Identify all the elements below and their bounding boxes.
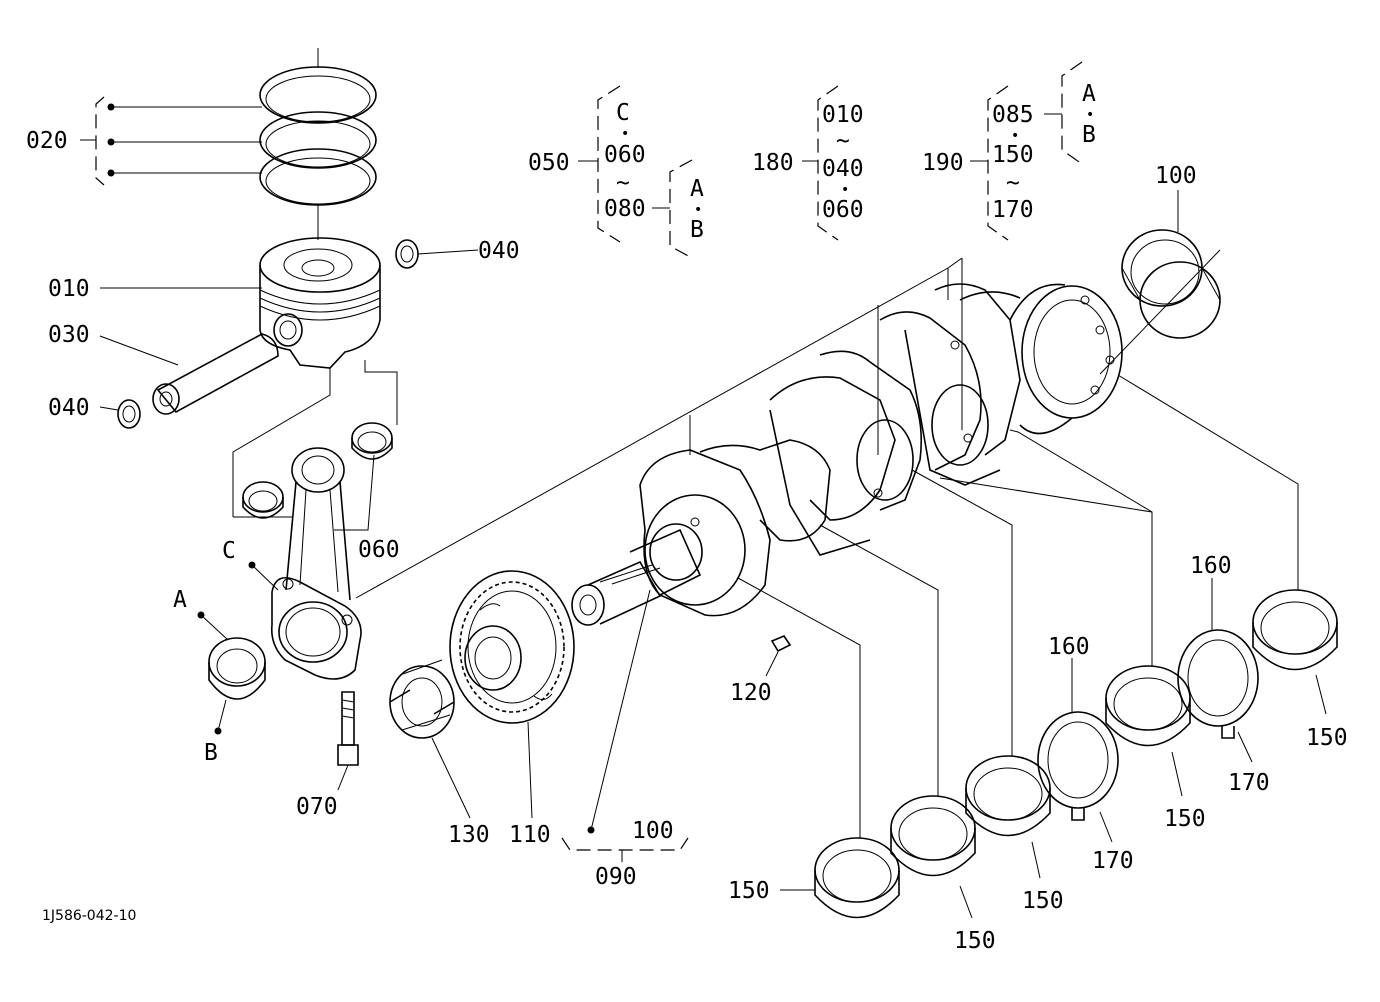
- main-bearing-3: [965, 755, 1051, 837]
- label-170-b: 170: [1228, 770, 1270, 796]
- label-020: 020: [26, 128, 68, 154]
- piston: [259, 237, 381, 369]
- label-160-a: 160: [1048, 634, 1090, 660]
- sep-190-2: •: [1086, 107, 1094, 123]
- sep-180: •: [841, 182, 849, 198]
- label-100-seal: 100: [1155, 163, 1197, 189]
- label-160-b: 160: [1190, 553, 1232, 579]
- label-150-5: 150: [1306, 725, 1348, 751]
- main-bearing-4: [1105, 665, 1191, 747]
- label-030: 030: [48, 322, 90, 348]
- main-bearing-2: [890, 795, 976, 877]
- label-190-a: A: [1082, 81, 1096, 107]
- crank-gear-110: [449, 570, 575, 724]
- small-end-bushing: [242, 422, 393, 519]
- rod-bearing: [208, 637, 266, 700]
- idler-gear-130: [389, 659, 455, 739]
- label-180-010: 010: [822, 102, 864, 128]
- label-050-080: 080: [604, 196, 646, 222]
- label-c: C: [222, 538, 236, 564]
- label-040-lower: 040: [48, 395, 90, 421]
- piston-rings: [259, 48, 377, 240]
- label-150-1: 150: [728, 878, 770, 904]
- label-050: 050: [528, 150, 570, 176]
- rear-oil-seal: [1099, 229, 1221, 375]
- label-090: 090: [595, 864, 637, 890]
- sep-050-1: •: [621, 126, 629, 142]
- label-050-b: B: [690, 217, 704, 243]
- piston-pin: [152, 333, 279, 415]
- thrust-washer-b: [1177, 629, 1259, 739]
- label-190: 190: [922, 150, 964, 176]
- main-bearing-1: [814, 837, 900, 919]
- label-180-040: 040: [822, 156, 864, 182]
- label-a: A: [173, 587, 187, 613]
- key-gear-sleeve: [464, 625, 522, 691]
- label-060: 060: [358, 537, 400, 563]
- label-010: 010: [48, 276, 90, 302]
- rod-bolt: [337, 691, 359, 766]
- connecting-rod: [270, 447, 362, 680]
- woodruff-key: [770, 635, 792, 653]
- label-050-060: 060: [604, 142, 646, 168]
- main-bearing-5: [1252, 589, 1338, 671]
- label-150-3: 150: [1022, 888, 1064, 914]
- label-180: 180: [752, 150, 794, 176]
- label-190-b: B: [1082, 122, 1096, 148]
- tilde-180: ~: [836, 128, 850, 154]
- sep-050-2: •: [694, 202, 702, 218]
- snap-ring-lower: [117, 399, 141, 429]
- label-050-c: C: [616, 100, 630, 126]
- label-190-150: 150: [992, 142, 1034, 168]
- crankshaft: [571, 283, 1123, 626]
- label-190-170: 170: [992, 197, 1034, 223]
- crank-journal-arrows: [689, 268, 949, 455]
- label-180-060: 060: [822, 197, 864, 223]
- label-100-gear: 100: [632, 818, 674, 844]
- label-130: 130: [448, 822, 490, 848]
- label-070: 070: [296, 794, 338, 820]
- tilde-050: ~: [616, 170, 630, 196]
- thrust-washer-a: [1037, 711, 1119, 821]
- label-170-a: 170: [1092, 848, 1134, 874]
- snap-ring-upper: [395, 239, 419, 269]
- sep-190-1: •: [1011, 128, 1019, 144]
- set-050: [578, 85, 693, 259]
- label-190-085: 085: [992, 102, 1034, 128]
- drawing-code: 1J586-042-10: [42, 908, 136, 924]
- label-150-4: 150: [1164, 806, 1206, 832]
- set-180: [802, 85, 839, 241]
- label-150-2: 150: [954, 928, 996, 954]
- label-040-upper: 040: [478, 238, 520, 264]
- set-190: [970, 61, 1083, 241]
- ring-leader-lines: [80, 96, 262, 186]
- label-120: 120: [730, 680, 772, 706]
- label-b: B: [204, 740, 218, 766]
- label-110: 110: [509, 822, 551, 848]
- tilde-190: ~: [1006, 170, 1020, 196]
- label-050-a: A: [690, 176, 704, 202]
